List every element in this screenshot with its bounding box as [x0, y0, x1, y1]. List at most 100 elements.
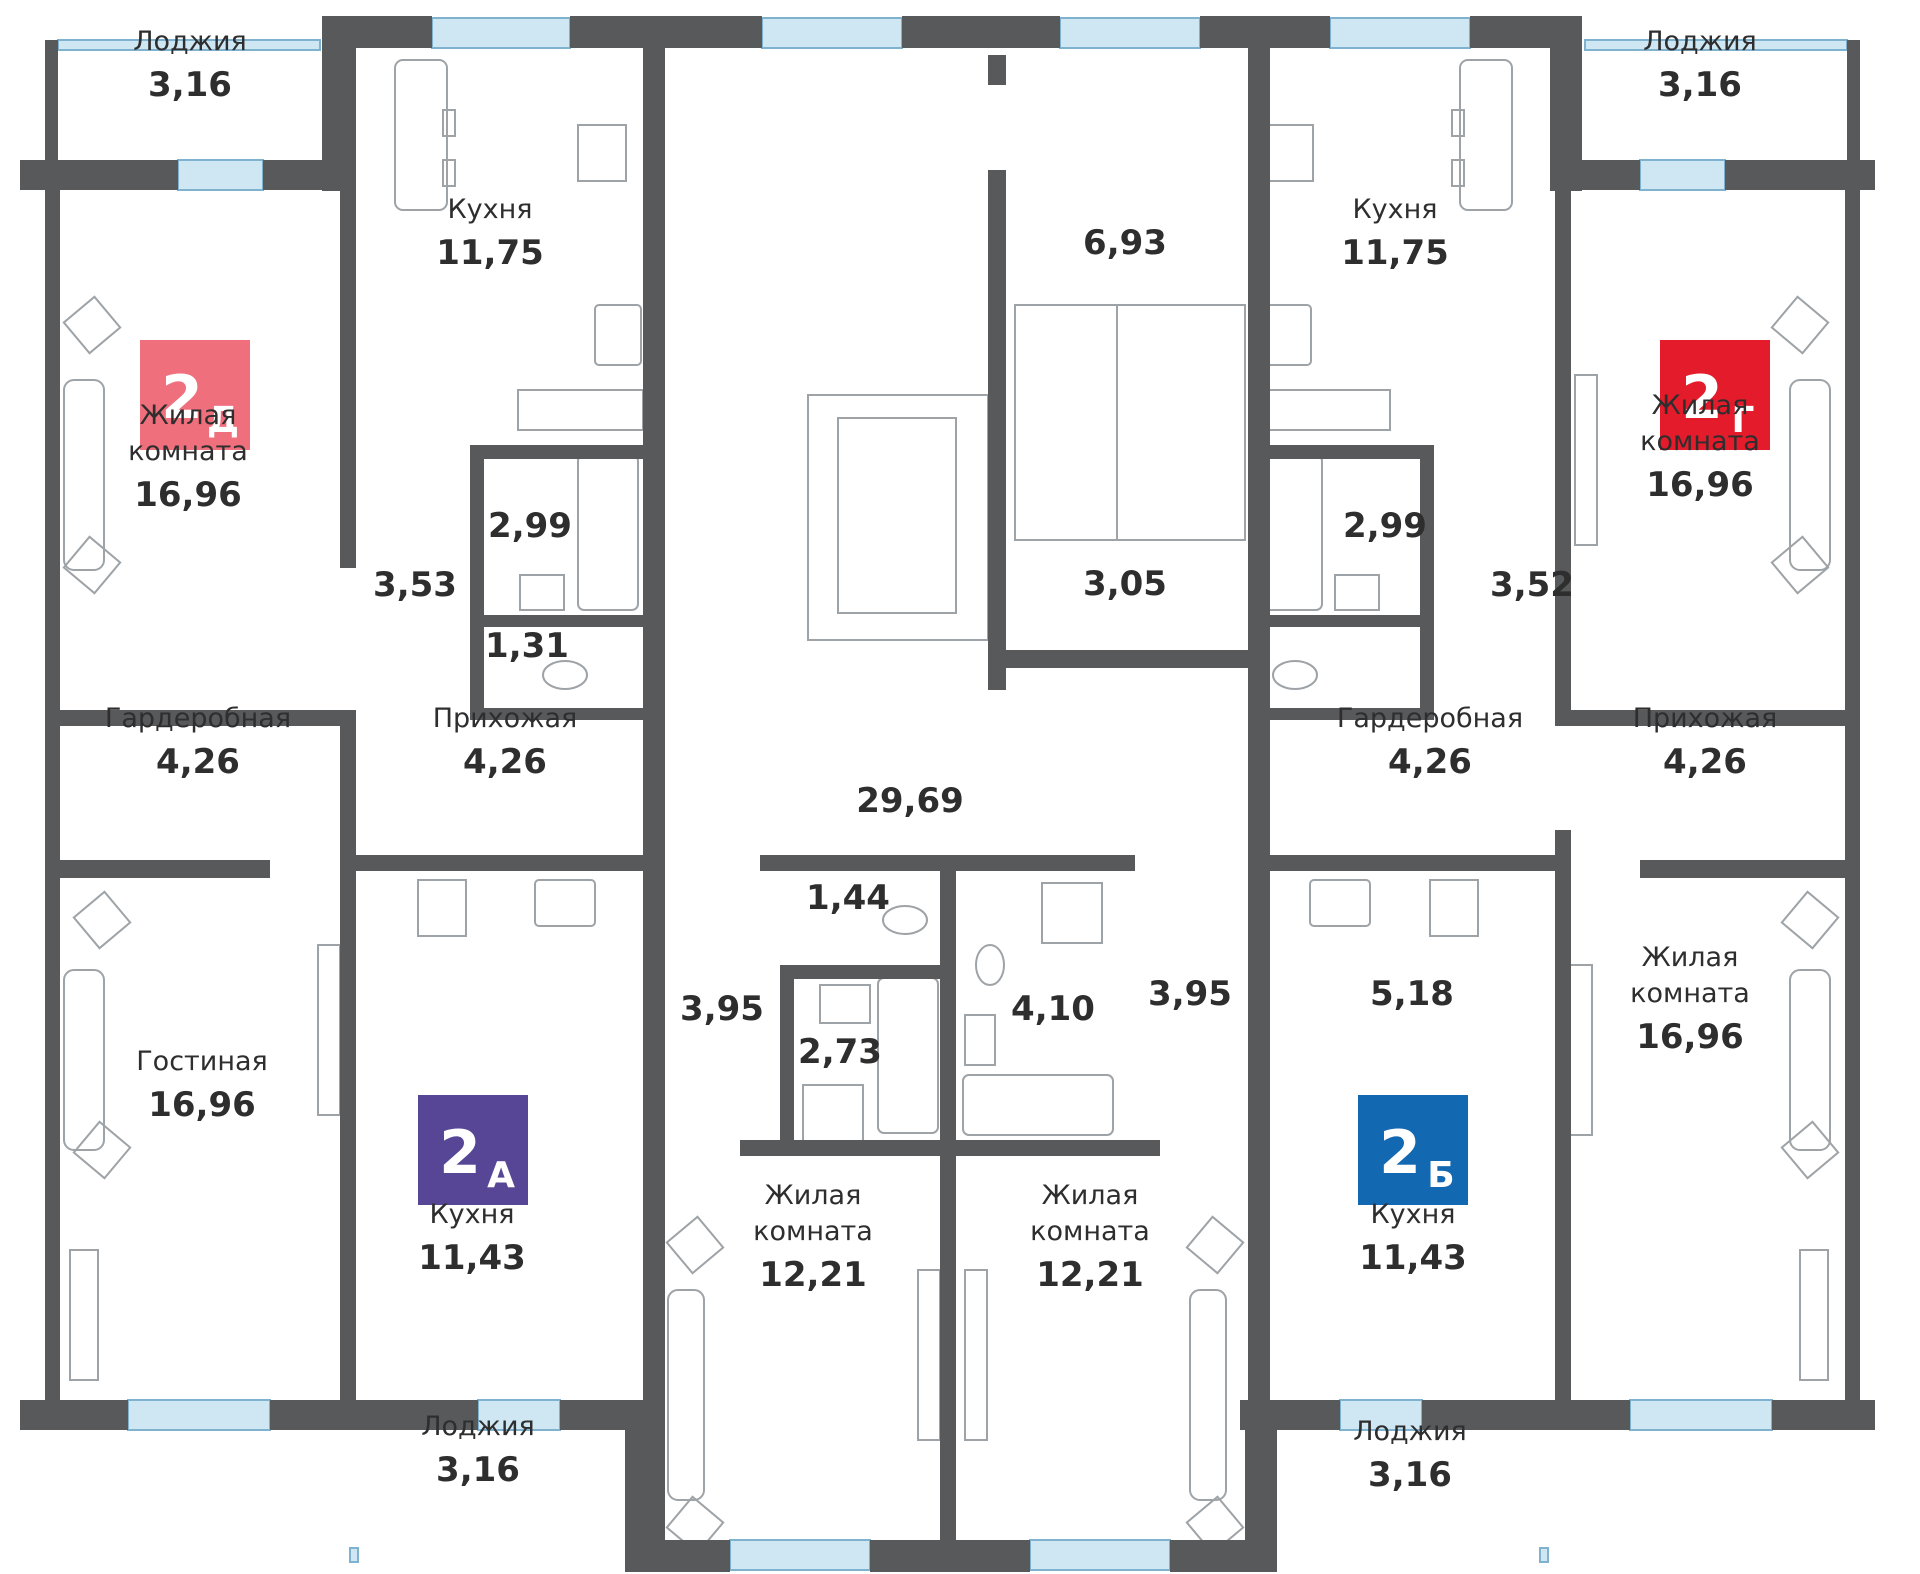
room-area: 3,16	[148, 65, 232, 105]
badge-2a: 2 А	[418, 1095, 528, 1205]
room-31: Лоджия 3,16	[421, 1411, 535, 1490]
room-area: 16,96	[1636, 1017, 1744, 1057]
room-19: 1,44	[806, 878, 890, 918]
room-21: 4,10	[1011, 989, 1095, 1029]
room-area: 2,99	[488, 506, 572, 546]
badge-2a-letter: А	[487, 1155, 515, 1196]
badge-2a-digit: 2	[439, 1118, 481, 1188]
room-name: Жилая	[1642, 942, 1739, 973]
room-name: Лоджия	[421, 1411, 535, 1442]
room-13: Жилая комната 16,96	[1640, 390, 1760, 505]
walls	[20, 16, 1875, 1572]
room-9: 1,31	[485, 626, 569, 666]
room-20: 3,95	[680, 989, 764, 1029]
room-area: 6,93	[1083, 223, 1167, 263]
room-area: 1,44	[806, 878, 890, 918]
room-16: 29,69	[856, 781, 964, 821]
room-area: 3,16	[1658, 65, 1742, 105]
room-area: 2,99	[1343, 506, 1427, 546]
room-area: 3,53	[373, 565, 457, 605]
badge-2b: 2 Б	[1358, 1095, 1468, 1205]
room-area: 4,26	[156, 742, 240, 782]
room-24: 5,18	[1370, 974, 1454, 1014]
room-30: Кухня 11,43	[1359, 1199, 1467, 1278]
room-name: Прихожая	[433, 703, 578, 734]
room-name: Гардеробная	[1337, 703, 1523, 734]
room-area: 16,96	[1646, 465, 1754, 505]
room-area: 1,31	[485, 626, 569, 666]
room-18: Прихожая 4,26	[1633, 703, 1778, 782]
room-11: 2,99	[1343, 506, 1427, 546]
room-3: 6,93	[1083, 223, 1167, 263]
room-name: комната	[1630, 978, 1750, 1009]
stairs	[1014, 304, 1246, 541]
room-23: 2,73	[798, 1032, 882, 1072]
room-area: 4,10	[1011, 989, 1095, 1029]
room-area: 29,69	[856, 781, 964, 821]
room-name: Кухня	[1352, 194, 1437, 225]
room-4: Кухня 11,75	[1341, 194, 1449, 273]
badge-2b-digit: 2	[1379, 1118, 1421, 1188]
room-area: 16,96	[134, 475, 242, 515]
room-area: 4,26	[1663, 742, 1747, 782]
room-name: Кухня	[429, 1199, 514, 1230]
room-area: 4,26	[1388, 742, 1472, 782]
room-name: комната	[1030, 1216, 1150, 1247]
room-29: Жилая комната 12,21	[1030, 1180, 1150, 1295]
room-10: 3,05	[1083, 564, 1167, 604]
room-32: Лоджия 3,16	[1353, 1416, 1467, 1495]
room-name: Лоджия	[1353, 1416, 1467, 1447]
room-7: 2,99	[488, 506, 572, 546]
room-area: 2,73	[798, 1032, 882, 1072]
badge-2d-digit: 2	[161, 363, 203, 433]
room-area: 5,18	[1370, 974, 1454, 1014]
room-5: Лоджия 3,16	[1643, 26, 1757, 105]
room-name: Кухня	[1370, 1199, 1455, 1230]
room-area: 11,75	[1341, 233, 1449, 273]
room-area: 11,75	[436, 233, 544, 273]
room-name: Жилая	[765, 1180, 862, 1211]
room-14: Гардеробная 4,26	[105, 703, 291, 782]
room-22: 3,95	[1148, 974, 1232, 1014]
badge-2d: 2 Д	[140, 340, 250, 450]
badge-2b-letter: Б	[1427, 1155, 1454, 1196]
room-8: 3,53	[373, 565, 457, 605]
room-name: Прихожая	[1633, 703, 1778, 734]
room-area: 3,52	[1490, 565, 1574, 605]
room-name: комната	[753, 1216, 873, 1247]
room-name: Жилая	[140, 400, 237, 431]
badge-2g-letter: Г	[1732, 400, 1755, 441]
room-name: Жилая	[1652, 390, 1749, 421]
room-name: Гардеробная	[105, 703, 291, 734]
room-15: Прихожая 4,26	[433, 703, 578, 782]
room-name: Лоджия	[1643, 26, 1757, 57]
room-area: 4,26	[463, 742, 547, 782]
room-name: Жилая	[1042, 1180, 1139, 1211]
room-1: Лоджия 3,16	[133, 26, 247, 105]
room-17: Гардеробная 4,26	[1337, 703, 1523, 782]
room-12: 3,52	[1490, 565, 1574, 605]
room-area: 11,43	[418, 1238, 526, 1278]
room-name: комната	[1640, 426, 1760, 457]
windows	[57, 17, 1848, 1571]
room-area: 3,16	[1368, 1455, 1452, 1495]
room-27: Кухня 11,43	[418, 1199, 526, 1278]
room-area: 11,43	[1359, 1238, 1467, 1278]
room-26: Жилая комната 16,96	[1630, 942, 1750, 1057]
room-area: 12,21	[1036, 1255, 1144, 1295]
room-name: Гостиная	[136, 1046, 268, 1077]
room-area: 3,05	[1083, 564, 1167, 604]
badge-2d-letter: Д	[207, 400, 239, 441]
room-area: 12,21	[759, 1255, 867, 1295]
badge-2g: 2 Г	[1660, 340, 1770, 450]
room-28: Жилая комната 12,21	[753, 1180, 873, 1295]
room-area: 3,16	[436, 1450, 520, 1490]
room-area: 3,95	[1148, 974, 1232, 1014]
room-area: 16,96	[148, 1085, 256, 1125]
badge-2g-digit: 2	[1681, 363, 1723, 433]
room-name: Лоджия	[133, 26, 247, 57]
